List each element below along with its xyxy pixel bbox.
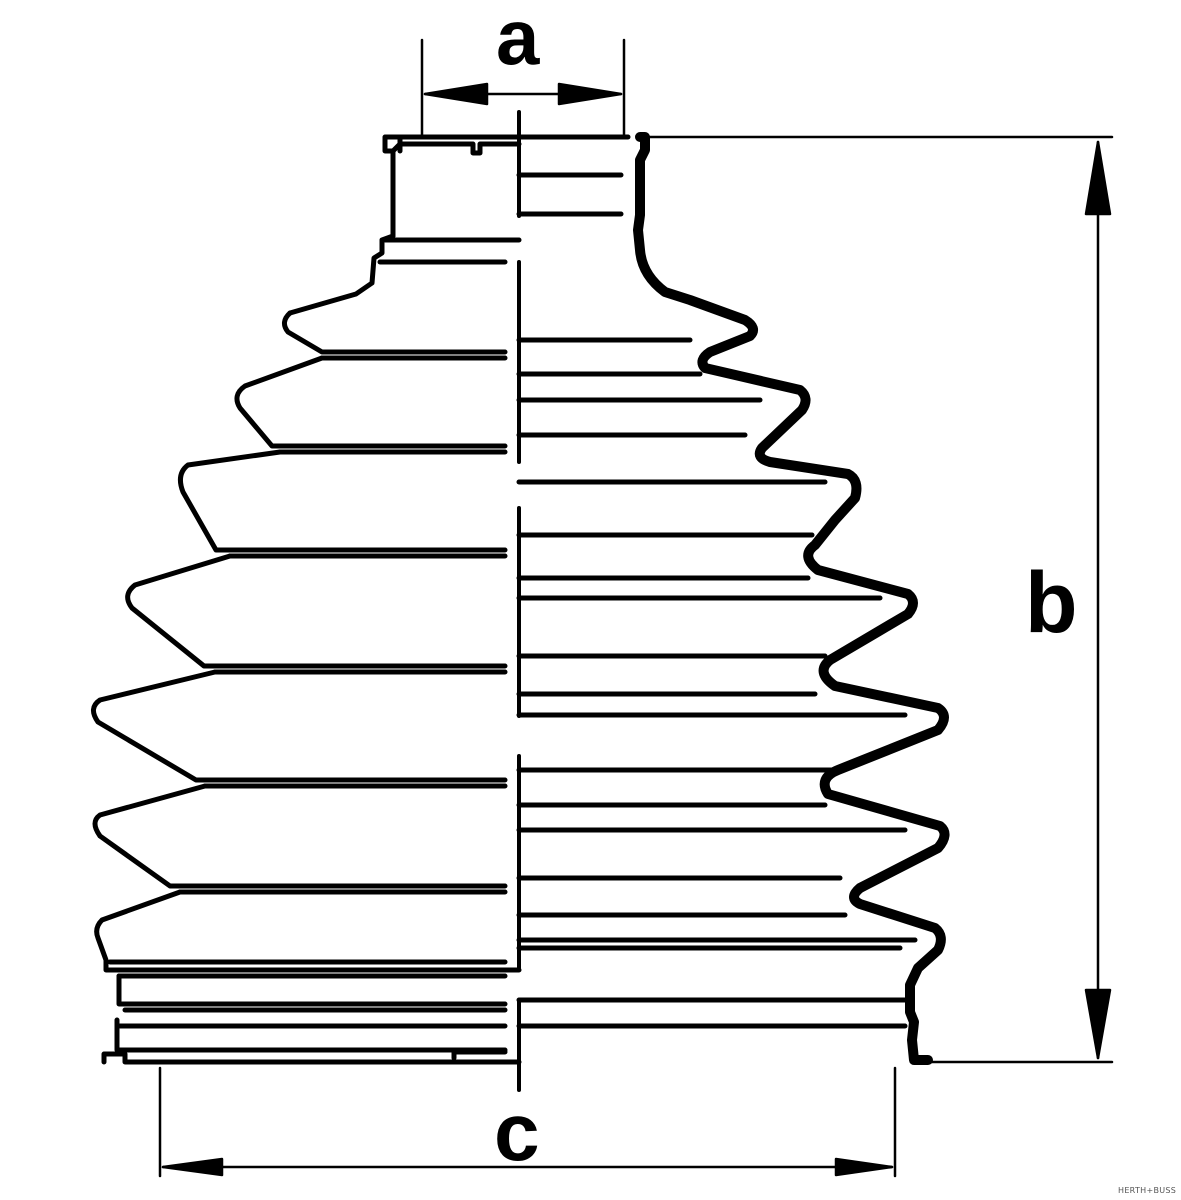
boot-right-wall bbox=[633, 132, 950, 1065]
dimension-b-label: b bbox=[1025, 555, 1078, 651]
boot-left-outline bbox=[91, 134, 522, 1065]
dimension-b bbox=[638, 135, 1114, 1064]
dimension-a bbox=[420, 38, 626, 138]
dimension-c bbox=[158, 1066, 897, 1178]
dimension-c-label: c bbox=[494, 1087, 540, 1178]
boot-right-section bbox=[516, 134, 918, 1029]
brand-watermark: HERTH+BUSS bbox=[1118, 1186, 1177, 1195]
dimension-a-label: a bbox=[496, 0, 540, 81]
